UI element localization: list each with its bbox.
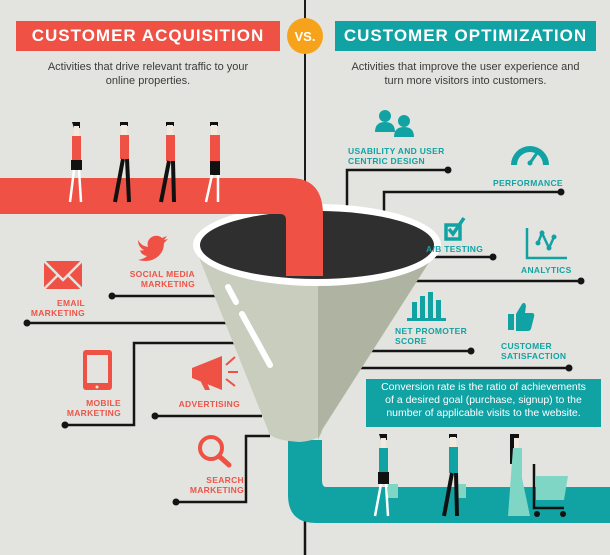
customer-acquisition-header: CUSTOMER ACQUISITION <box>16 21 280 51</box>
advertising-label: ADVERTISING <box>178 399 240 409</box>
funnel-highlight <box>225 284 273 368</box>
thumbs-up-icon <box>508 302 535 331</box>
left-connector-dots <box>23 292 180 506</box>
performance-label: PERFORMANCE <box>493 178 563 188</box>
right-connector-lines <box>303 168 581 555</box>
vs-badge: VS. <box>287 18 323 54</box>
checkbox-icon <box>444 217 466 241</box>
red-input-pipe <box>0 178 323 276</box>
users-icon <box>375 110 414 137</box>
teal-output-pipe <box>288 440 610 523</box>
person-with-cart <box>508 434 568 517</box>
tablet-icon <box>83 350 112 390</box>
analytics-label: ANALYTICS <box>521 265 572 275</box>
megaphone-icon <box>192 356 238 390</box>
line-chart-icon <box>525 228 567 260</box>
walking-people-teal <box>373 434 568 517</box>
magnifier-icon <box>198 435 232 468</box>
twitter-bird-icon <box>138 235 168 261</box>
left-connector-lines <box>27 294 270 504</box>
right-connector-dots <box>444 166 585 372</box>
walking-people-red <box>68 122 220 203</box>
conversion-rate-note: Conversion rate is the ratio of achievem… <box>366 379 601 427</box>
envelope-icon <box>43 260 83 290</box>
customer-optimization-header: CUSTOMER OPTIMIZATION <box>335 21 596 51</box>
acquisition-description: Activities that drive relevant traffic t… <box>47 61 249 87</box>
speedometer-icon <box>511 146 549 166</box>
bar-chart-icon <box>407 292 446 321</box>
ab-testing-label: A/B TESTING <box>426 244 484 254</box>
optimization-description: Activities that improve the user experie… <box>351 61 580 87</box>
